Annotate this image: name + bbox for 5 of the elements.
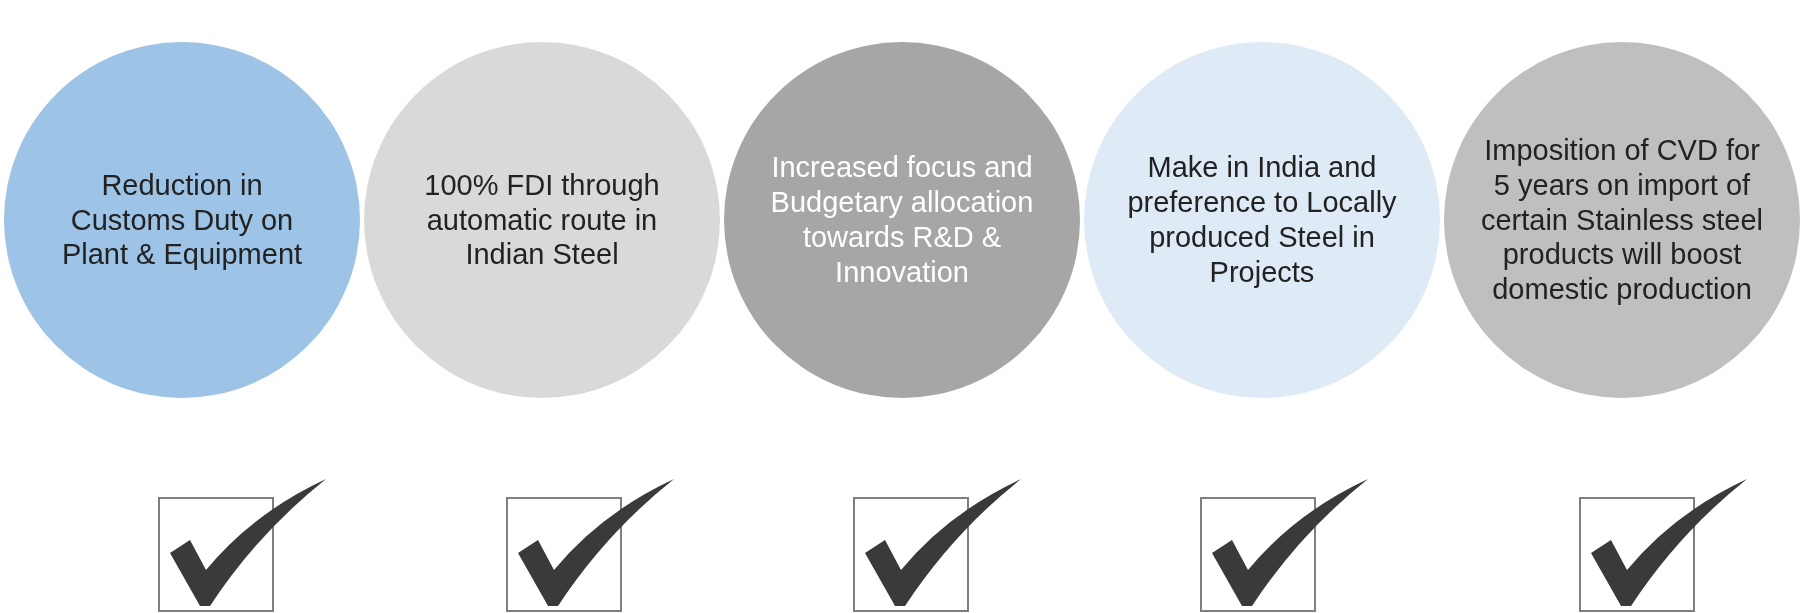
node-text: 100% FDI through automatic route in Indian Steel bbox=[423, 167, 661, 273]
node-text: Imposition of CVD for 5 years on import of certain Stainless steel products will boost domestic production bbox=[1480, 133, 1764, 307]
node-text: Reduction in Customs Duty on Plant & Equipment bbox=[60, 167, 304, 273]
node-text: Increased focus and Budgetary allocation towards R&D & Innovation bbox=[769, 150, 1035, 290]
node-text: Make in India and preference to Locally produced Steel in Projects bbox=[1126, 150, 1398, 290]
